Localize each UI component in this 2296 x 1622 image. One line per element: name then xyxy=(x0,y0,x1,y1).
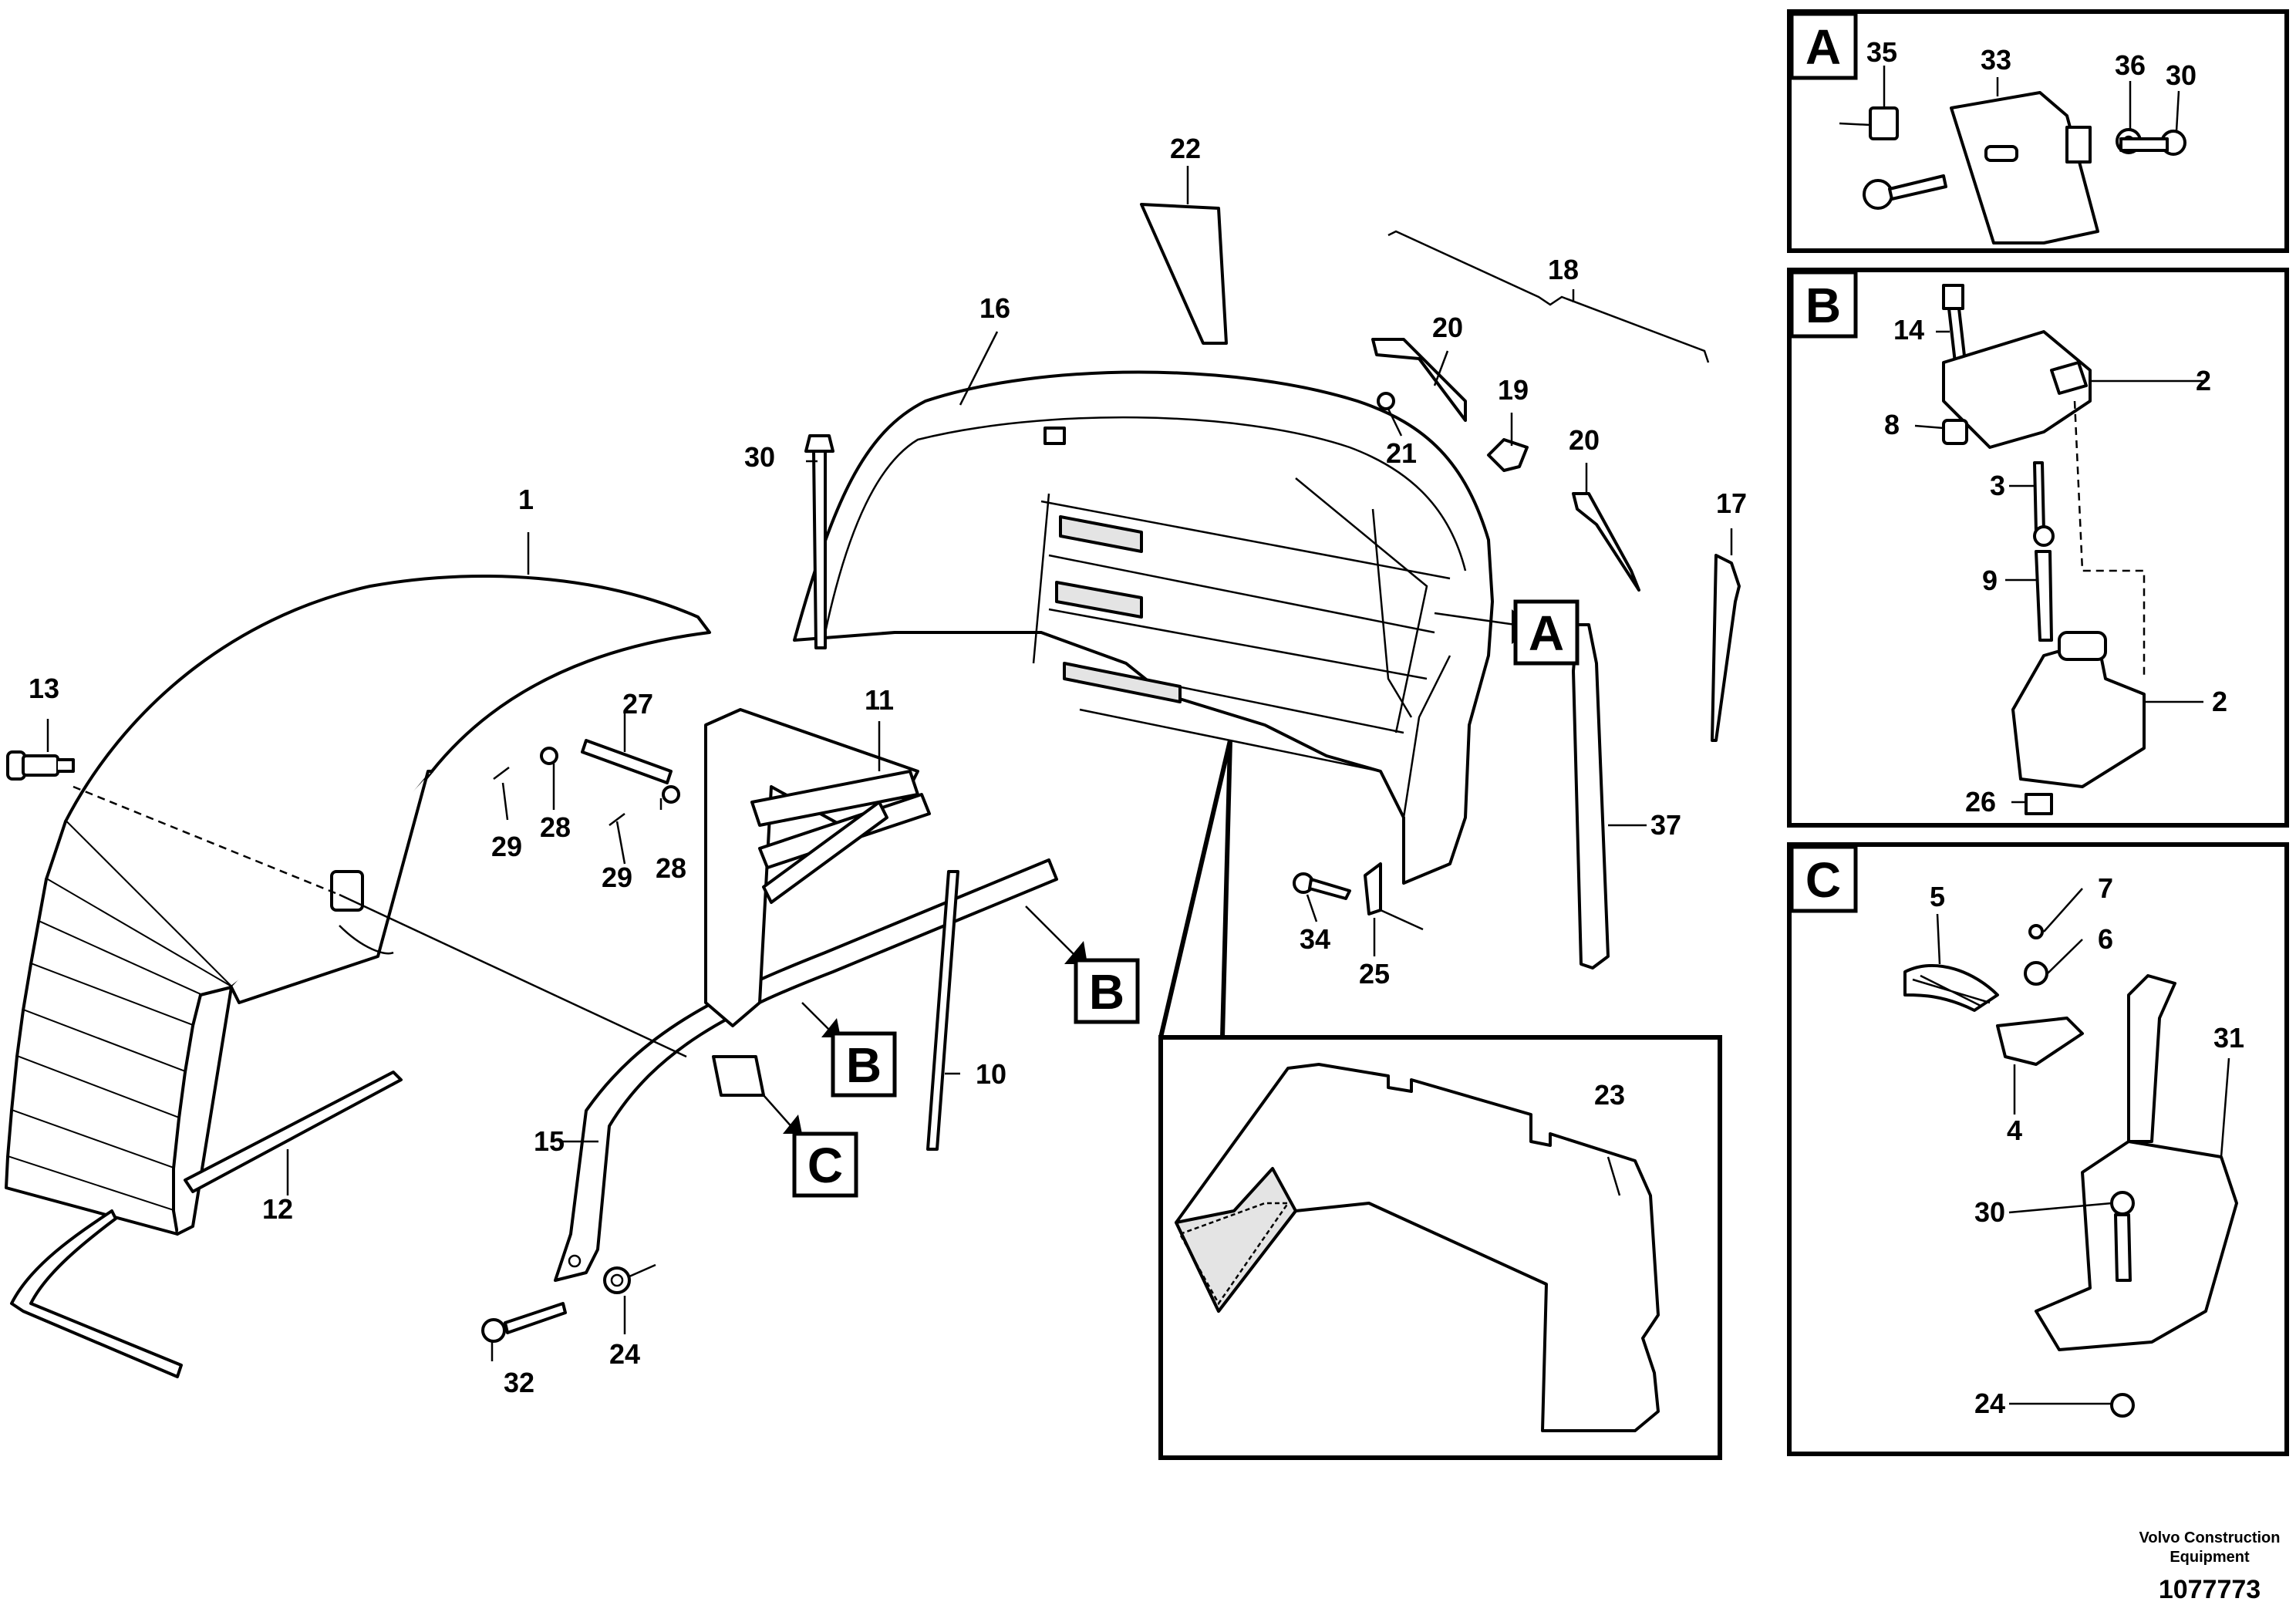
label-part-2b: 2 xyxy=(2212,686,2227,717)
part-22-panel xyxy=(1140,203,1228,345)
label-part-1: 1 xyxy=(518,484,534,515)
label-part-7: 7 xyxy=(2098,872,2113,904)
label-part-14: 14 xyxy=(1893,314,1924,346)
label-part-20a: 20 xyxy=(1432,312,1463,343)
label-part-27: 27 xyxy=(622,688,653,720)
label-part-18: 18 xyxy=(1548,254,1579,285)
label-part-24a: 24 xyxy=(609,1338,640,1370)
label-part-11: 11 xyxy=(865,684,894,716)
label-part-28a: 28 xyxy=(540,811,571,843)
footer-company-line2: Equipment xyxy=(2170,1549,2250,1566)
label-part-13: 13 xyxy=(29,673,59,704)
detail-c-letter: C xyxy=(1805,852,1841,908)
label-part-9: 9 xyxy=(1982,565,1998,596)
part-25-clip xyxy=(1293,862,1424,931)
label-part-25: 25 xyxy=(1359,958,1390,990)
callout-a-letter: A xyxy=(1529,605,1564,661)
label-part-17: 17 xyxy=(1716,487,1747,519)
callout-c-letter: C xyxy=(807,1138,843,1193)
label-part-33: 33 xyxy=(1981,44,2011,76)
label-part-29a: 29 xyxy=(491,831,522,862)
label-part-12: 12 xyxy=(262,1193,293,1225)
leader-lines xyxy=(46,66,2230,1405)
label-part-30c: 30 xyxy=(1974,1196,2005,1228)
part-13-grommet xyxy=(6,750,340,896)
part-30-bolt-top xyxy=(804,434,834,649)
label-part-5: 5 xyxy=(1930,881,1945,912)
detail-box-c: C xyxy=(1787,842,2289,1456)
label-part-29b: 29 xyxy=(602,862,632,893)
detail-box-a: A xyxy=(1787,9,2289,253)
footer: Volvo Construction Equipment 1077773 xyxy=(2139,1529,2281,1604)
part-11-frame xyxy=(704,708,931,1097)
label-part-21: 21 xyxy=(1386,437,1417,469)
label-part-22: 22 xyxy=(1170,133,1201,164)
part-15-bracket-arm xyxy=(339,858,1058,1282)
footer-company-line1: Volvo Construction xyxy=(2139,1529,2281,1546)
label-part-34: 34 xyxy=(1300,923,1330,955)
part-18-brace xyxy=(1387,230,1710,363)
detail-pointer xyxy=(1158,740,1232,1038)
label-part-2a: 2 xyxy=(2196,365,2211,396)
callout-tag-b-upper: B xyxy=(1025,905,1140,1024)
label-part-4: 4 xyxy=(2007,1114,2022,1146)
label-part-31: 31 xyxy=(2213,1022,2244,1054)
label-part-23: 23 xyxy=(1594,1079,1625,1111)
label-part-6: 6 xyxy=(2098,923,2113,955)
part-37-seal xyxy=(1572,623,1610,969)
detail-b-letter: B xyxy=(1805,278,1841,333)
part-32-bolt xyxy=(481,1263,656,1343)
footer-drawing-number: 1077773 xyxy=(2159,1575,2261,1604)
label-part-16: 16 xyxy=(979,292,1010,324)
label-part-37: 37 xyxy=(1650,809,1681,841)
label-part-19: 19 xyxy=(1498,374,1529,406)
detail-panel-23 xyxy=(1158,1035,1722,1460)
callout-b-lower-letter: B xyxy=(846,1037,882,1093)
part-12-edge-strip xyxy=(184,1071,403,1193)
callout-b-upper-letter: B xyxy=(1089,964,1124,1020)
part-16-shroud xyxy=(793,370,1494,885)
label-part-20b: 20 xyxy=(1569,424,1600,456)
seal-strip xyxy=(10,1209,183,1378)
part-20-strips xyxy=(1371,338,1640,592)
label-part-26: 26 xyxy=(1965,786,1996,818)
detail-box-b: B xyxy=(1787,268,2289,828)
label-part-35: 35 xyxy=(1866,36,1897,68)
label-part-8: 8 xyxy=(1884,409,1900,440)
label-part-30a: 30 xyxy=(744,441,775,473)
label-part-28b: 28 xyxy=(656,852,686,884)
part-27-pin xyxy=(493,739,680,826)
label-part-32: 32 xyxy=(504,1367,534,1398)
label-part-10: 10 xyxy=(976,1058,1006,1090)
label-part-3: 3 xyxy=(1990,470,2005,501)
part-labels: 1 13 12 15 11 10 16 22 18 20 19 20 21 17… xyxy=(29,36,2244,1419)
label-part-24b: 24 xyxy=(1974,1388,2005,1419)
part-10-rod xyxy=(926,870,959,1151)
label-part-30b: 30 xyxy=(2166,59,2197,91)
part-1-hood-cover xyxy=(5,575,711,1236)
callout-tag-c: C xyxy=(763,1094,858,1198)
callout-tag-a: A xyxy=(1434,599,1580,666)
callout-tag-b-lower: B xyxy=(801,1002,897,1098)
label-part-15: 15 xyxy=(534,1125,565,1157)
part-17-panel xyxy=(1711,554,1741,742)
label-part-36: 36 xyxy=(2115,49,2146,81)
detail-a-letter: A xyxy=(1805,19,1841,75)
